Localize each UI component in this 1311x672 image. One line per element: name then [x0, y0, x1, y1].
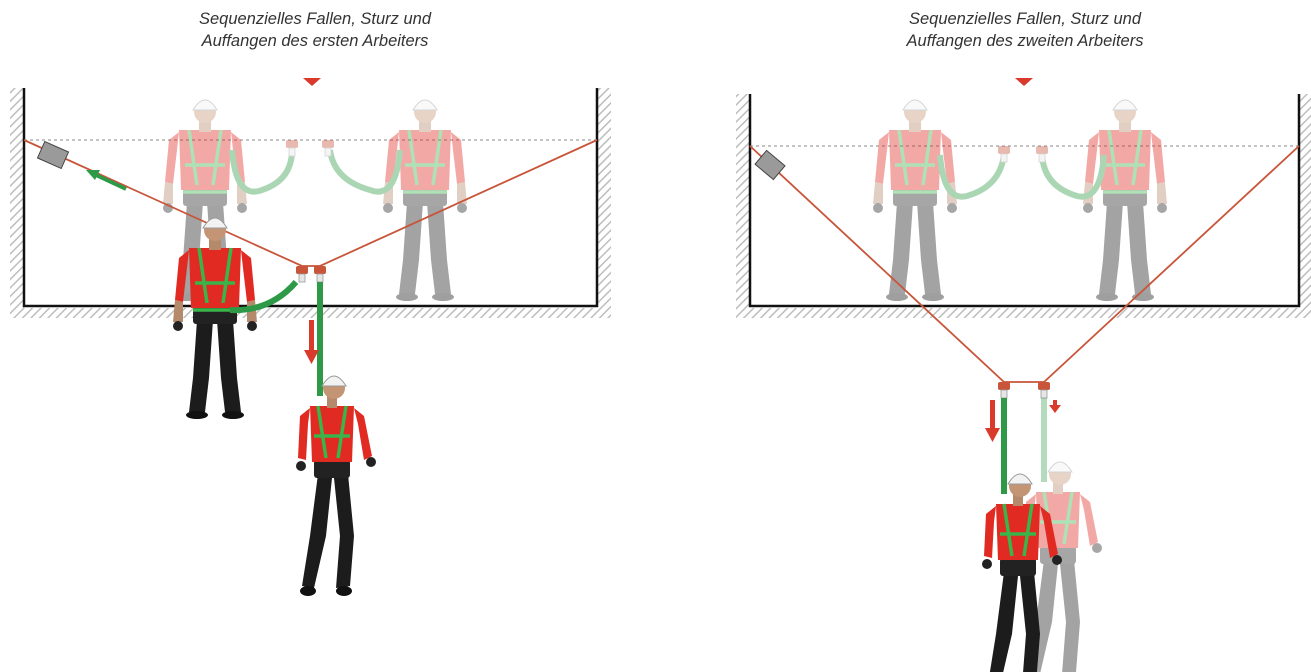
fall-arrow-2a-head — [985, 428, 1000, 442]
energy-absorber — [37, 141, 68, 168]
fall-arrow-head — [304, 350, 319, 364]
panel-left — [10, 78, 611, 596]
lifeline — [24, 140, 597, 266]
center-marker-2 — [1015, 78, 1033, 86]
attachment-left — [296, 266, 308, 282]
floor-hatch — [10, 308, 611, 318]
ghost-workers-2 — [873, 100, 1167, 301]
fall-arrow-2b-head — [1049, 405, 1061, 413]
fall-arrow — [309, 320, 314, 352]
pit-outline — [24, 88, 597, 306]
panel-right — [736, 78, 1311, 672]
attachment-right-2 — [1038, 382, 1050, 398]
left-wall-hatch — [10, 88, 24, 310]
tension-arrow — [96, 175, 126, 189]
right-wall-hatch-2 — [1299, 94, 1311, 310]
lifeline-2 — [750, 146, 1299, 382]
attachment-left-2 — [998, 382, 1010, 398]
attachment-right — [314, 266, 326, 282]
right-wall-hatch — [597, 88, 611, 310]
floor-hatch-2 — [736, 308, 1311, 318]
falling-worker — [296, 376, 376, 596]
pit-outline-2 — [750, 94, 1299, 306]
fall-arrow-2a — [990, 400, 995, 430]
center-marker — [303, 78, 321, 86]
left-wall-hatch-2 — [736, 94, 750, 310]
